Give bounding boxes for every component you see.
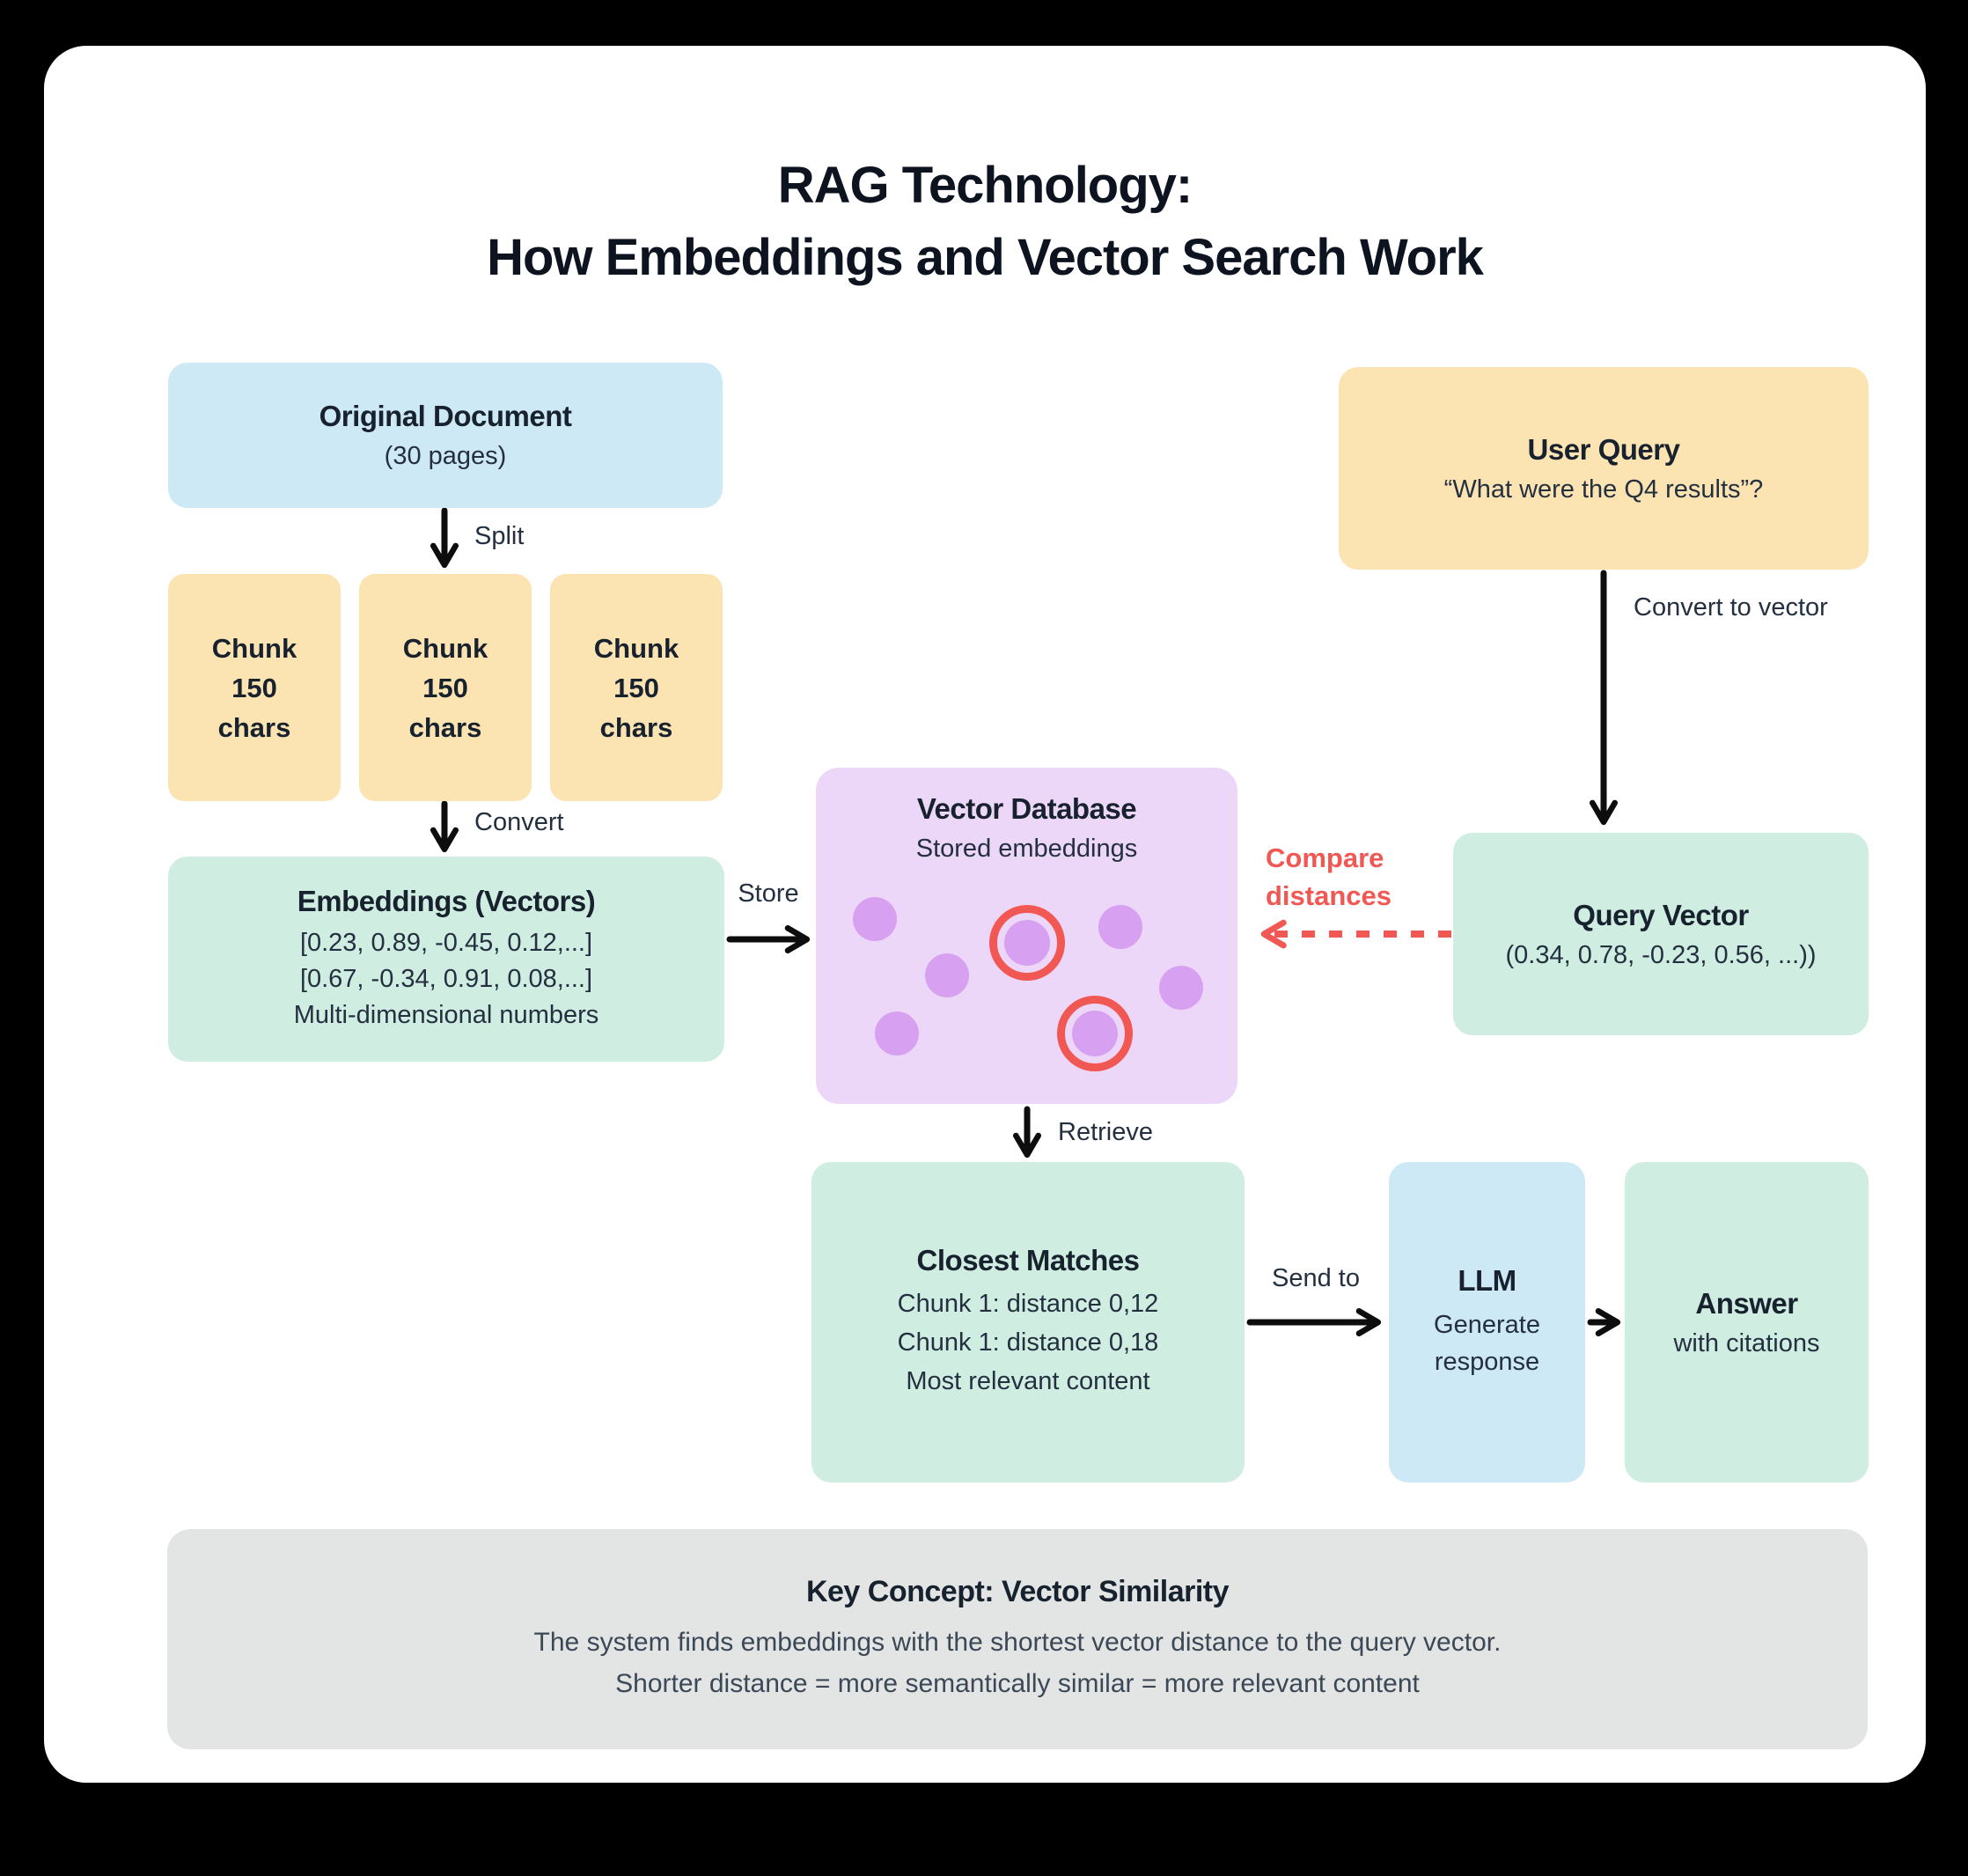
chunk-label: chars (599, 711, 673, 743)
retrieve-arrow-label: Retrieve (1058, 1118, 1153, 1146)
matched-embedding-dot (989, 905, 1065, 981)
matched-embedding-dot (1057, 996, 1133, 1071)
chunk-box-3: Chunk 150 chars (550, 574, 723, 801)
key-concept-box: Key Concept: Vector Similarity The syste… (167, 1529, 1868, 1749)
key-concept-line1: The system finds embeddings with the sho… (533, 1627, 1502, 1657)
answer-title: Answer (1695, 1286, 1798, 1320)
convert-to-vector-arrow-label: Convert to vector (1634, 593, 1828, 622)
chunk-box-1: Chunk 150 chars (168, 574, 341, 801)
page: { "title": { "line1": "RAG Technology:",… (44, 46, 1926, 1783)
diagram-card: RAG Technology: How Embeddings and Vecto… (44, 46, 1926, 1783)
chunk-label: 150 (422, 672, 468, 703)
compare-distances-label: Compare distances (1266, 842, 1392, 911)
embedding-dot (853, 897, 897, 941)
user-query-box: User Query “What were the Q4 results”? (1339, 367, 1869, 570)
store-arrow-label: Store (738, 879, 799, 908)
page-title-line1: RAG Technology: (777, 157, 1193, 214)
chunk-label: 150 (613, 672, 659, 703)
closest-matches-title: Closest Matches (916, 1244, 1140, 1276)
llm-title: LLM (1458, 1264, 1516, 1297)
closest-match-2: Chunk 1: distance 0,18 (897, 1328, 1159, 1357)
send-to-arrow-label: Send to (1272, 1264, 1360, 1292)
original-document-title: Original Document (319, 400, 572, 432)
closest-matches-note: Most relevant content (906, 1367, 1150, 1395)
chunk-label: chars (408, 711, 482, 743)
chunk-label: 150 (231, 672, 277, 703)
key-concept-title: Key Concept: Vector Similarity (805, 1574, 1230, 1608)
closest-match-1: Chunk 1: distance 0,12 (897, 1290, 1159, 1318)
embeddings-vector-1: [0.23, 0.89, -0.45, 0.12,...] (299, 929, 593, 957)
chunk-label: Chunk (593, 632, 679, 664)
chunk-label: Chunk (211, 632, 297, 664)
embedding-dot (1004, 920, 1050, 966)
query-vector-values: (0.34, 0.78, -0.23, 0.56, ...)) (1505, 940, 1817, 969)
answer-box: Answer with citations (1625, 1162, 1869, 1482)
user-query-title: User Query (1527, 432, 1680, 466)
embedding-dot (875, 1012, 919, 1056)
chunk-box-2: Chunk 150 chars (359, 574, 532, 801)
vector-database-subtitle: Stored embeddings (915, 835, 1138, 863)
closest-matches-box: Closest Matches Chunk 1: distance 0,12 C… (811, 1162, 1245, 1482)
page-title: RAG Technology: How Embeddings and Vecto… (44, 150, 1926, 294)
embeddings-title: Embeddings (Vectors) (297, 885, 596, 917)
chunk-label: Chunk (402, 632, 488, 664)
split-arrow-label: Split (474, 522, 525, 550)
embedding-dot (925, 953, 969, 997)
original-document-subtitle: (30 pages) (384, 442, 507, 470)
user-query-text: “What were the Q4 results”? (1443, 475, 1764, 504)
query-vector-box: Query Vector (0.34, 0.78, -0.23, 0.56, .… (1453, 833, 1869, 1035)
embedding-dot (1098, 905, 1142, 949)
vector-database-title: Vector Database (916, 792, 1137, 825)
embeddings-box: Embeddings (Vectors) [0.23, 0.89, -0.45,… (168, 857, 724, 1062)
chunk-label: chars (217, 711, 291, 743)
key-concept-line2: Shorter distance = more semantically sim… (615, 1668, 1420, 1698)
original-document-box: Original Document (30 pages) (168, 363, 723, 508)
embedding-dot (1159, 966, 1203, 1010)
embeddings-vector-2: [0.67, -0.34, 0.91, 0.08,...] (299, 965, 593, 993)
llm-box: LLM Generate response (1389, 1162, 1585, 1482)
page-title-line2: How Embeddings and Vector Search Work (487, 229, 1484, 286)
embedding-dot (1072, 1011, 1118, 1056)
llm-subtitle: Generate response (1434, 1311, 1540, 1376)
convert-arrow-label: Convert (474, 808, 564, 836)
answer-subtitle: with citations (1673, 1328, 1820, 1357)
query-vector-title: Query Vector (1573, 898, 1749, 931)
embeddings-note: Multi-dimensional numbers (293, 1001, 599, 1029)
